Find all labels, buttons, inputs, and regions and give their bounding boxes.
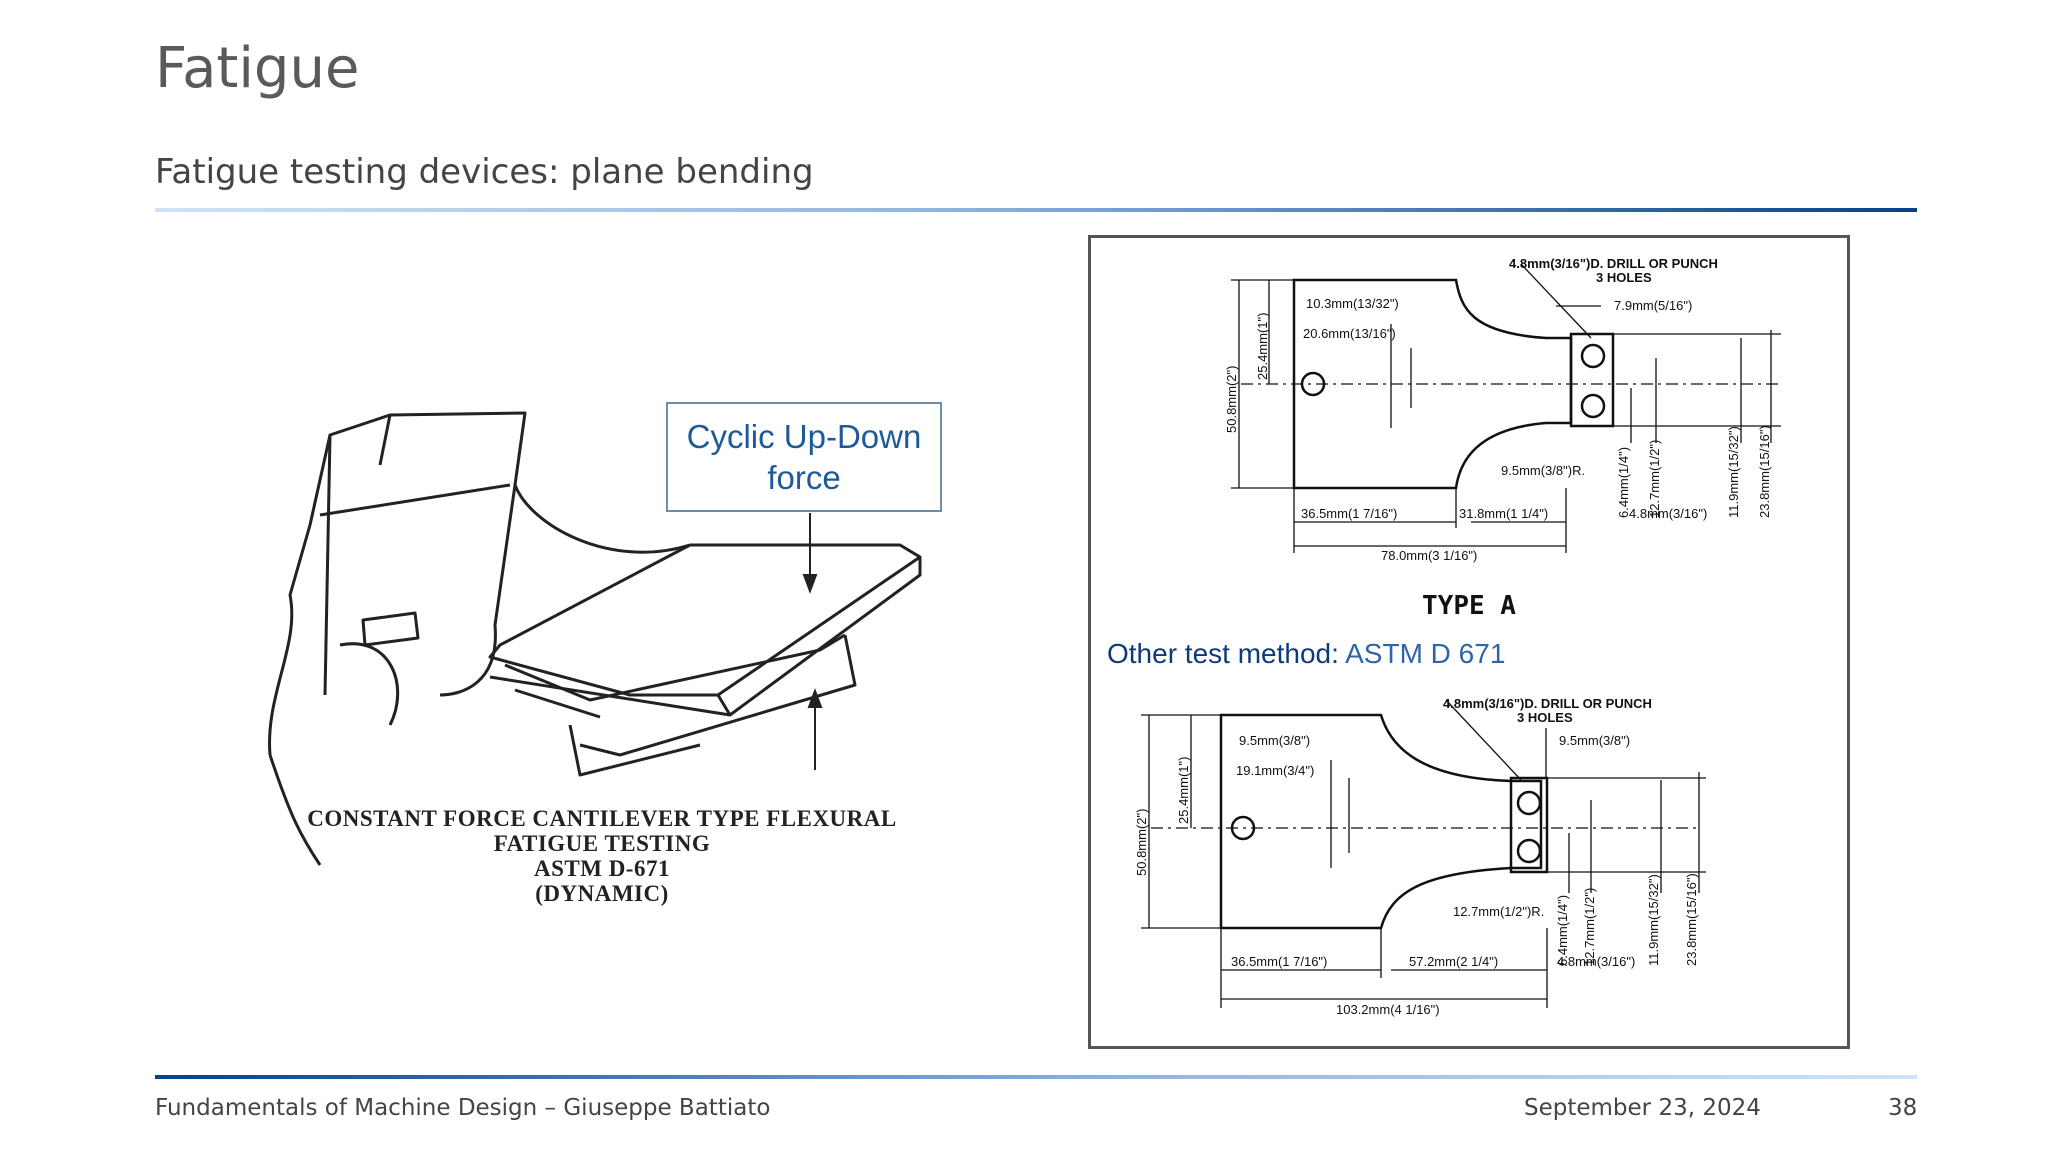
slide-title: Fatigue	[155, 36, 360, 101]
type-b-dim-d3: 9.5mm(3/8")	[1559, 733, 1630, 748]
type-b-dim-w3: 4.8mm(3/16")	[1557, 954, 1635, 969]
caption-line-4: (DYNAMIC)	[535, 881, 669, 906]
type-a-dim-w3: 4.8mm(3/16")	[1629, 506, 1707, 521]
type-b-dim-v3: 11.9mm(15/32")	[1646, 874, 1661, 966]
header-divider	[155, 208, 1917, 212]
page-number: 38	[1888, 1095, 1918, 1121]
callout-line-2: force	[767, 459, 841, 496]
caption-line-2: FATIGUE TESTING	[493, 831, 711, 856]
type-b-total-length: 103.2mm(4 1/16")	[1336, 1002, 1440, 1017]
footer-date: September 23, 2024	[1524, 1095, 1761, 1121]
type-b-radius: 12.7mm(1/2")R.	[1453, 904, 1544, 919]
type-a-dim-d2: 20.6mm(13/16")	[1303, 326, 1396, 341]
type-a-radius: 9.5mm(3/8")R.	[1501, 463, 1585, 478]
type-b-dim-d2: 19.1mm(3/4")	[1236, 763, 1314, 778]
type-b-dim-w2: 57.2mm(2 1/4")	[1409, 954, 1498, 969]
type-b-dim-d1: 9.5mm(3/8")	[1239, 733, 1310, 748]
caption-line-1: CONSTANT FORCE CANTILEVER TYPE FLEXURAL	[307, 806, 897, 831]
type-a-dim-d3: 7.9mm(5/16")	[1614, 298, 1692, 313]
type-b-holes-label: 3 HOLES	[1517, 710, 1573, 725]
type-a-label: TYPE A	[1422, 591, 1516, 621]
type-a-holes-label: 3 HOLES	[1596, 270, 1652, 285]
other-method-label: Other test method:	[1107, 638, 1339, 669]
type-b-dim-v4: 23.8mm(15/16")	[1684, 873, 1699, 966]
specimen-drawings-panel: 4.8mm(3/16")D. DRILL OR PUNCH 3 HOLES 10…	[1088, 235, 1850, 1049]
type-b-height-total: 50.8mm(2")	[1134, 809, 1149, 876]
specimen-type-b-drawing: 4.8mm(3/16")D. DRILL OR PUNCH 3 HOLES 9.…	[1134, 696, 1706, 1017]
type-b-height-half: 25.4mm(1")	[1176, 757, 1191, 824]
type-b-dim-v1: 6.4mm(1/4")	[1555, 895, 1570, 966]
type-a-dim-w1: 36.5mm(1 7/16")	[1301, 506, 1397, 521]
type-b-drill-label: 4.8mm(3/16")D. DRILL OR PUNCH	[1443, 696, 1652, 711]
footer-course: Fundamentals of Machine Design – Giusepp…	[155, 1095, 771, 1121]
type-b-dim-v2: 12.7mm(1/2")	[1582, 888, 1597, 966]
cantilever-fixture-illustration	[268, 411, 922, 866]
type-b-dim-w1: 36.5mm(1 7/16")	[1231, 954, 1327, 969]
specimen-type-a-drawing: 4.8mm(3/16")D. DRILL OR PUNCH 3 HOLES 10…	[1224, 256, 1781, 563]
other-test-method: Other test method: ASTM D 671	[1107, 638, 1505, 670]
type-a-dim-v4: 23.8mm(15/16")	[1757, 425, 1772, 518]
cyclic-force-callout: Cyclic Up-Down force	[666, 402, 942, 512]
other-method-value: ASTM D 671	[1345, 638, 1506, 669]
figure-caption: CONSTANT FORCE CANTILEVER TYPE FLEXURAL …	[272, 806, 932, 906]
type-a-dim-d1: 10.3mm(13/32")	[1306, 296, 1399, 311]
type-a-drill-label: 4.8mm(3/16")D. DRILL OR PUNCH	[1509, 256, 1718, 271]
type-a-dim-v2: 12.7mm(1/2")	[1647, 440, 1662, 518]
type-a-dim-w2: 31.8mm(1 1/4")	[1459, 506, 1548, 521]
slide-subtitle: Fatigue testing devices: plane bending	[155, 152, 814, 192]
type-a-dim-v1: 6.4mm(1/4")	[1616, 447, 1631, 518]
type-a-dim-v3: 11.9mm(15/32")	[1726, 426, 1741, 518]
callout-line-1: Cyclic Up-Down	[686, 418, 922, 455]
caption-line-3: ASTM D-671	[534, 856, 670, 881]
type-a-height-half: 25.4mm(1")	[1255, 313, 1270, 380]
type-a-total-length: 78.0mm(3 1/16")	[1381, 548, 1477, 563]
footer-divider	[155, 1075, 1917, 1079]
type-a-height-total: 50.8mm(2")	[1224, 366, 1239, 433]
